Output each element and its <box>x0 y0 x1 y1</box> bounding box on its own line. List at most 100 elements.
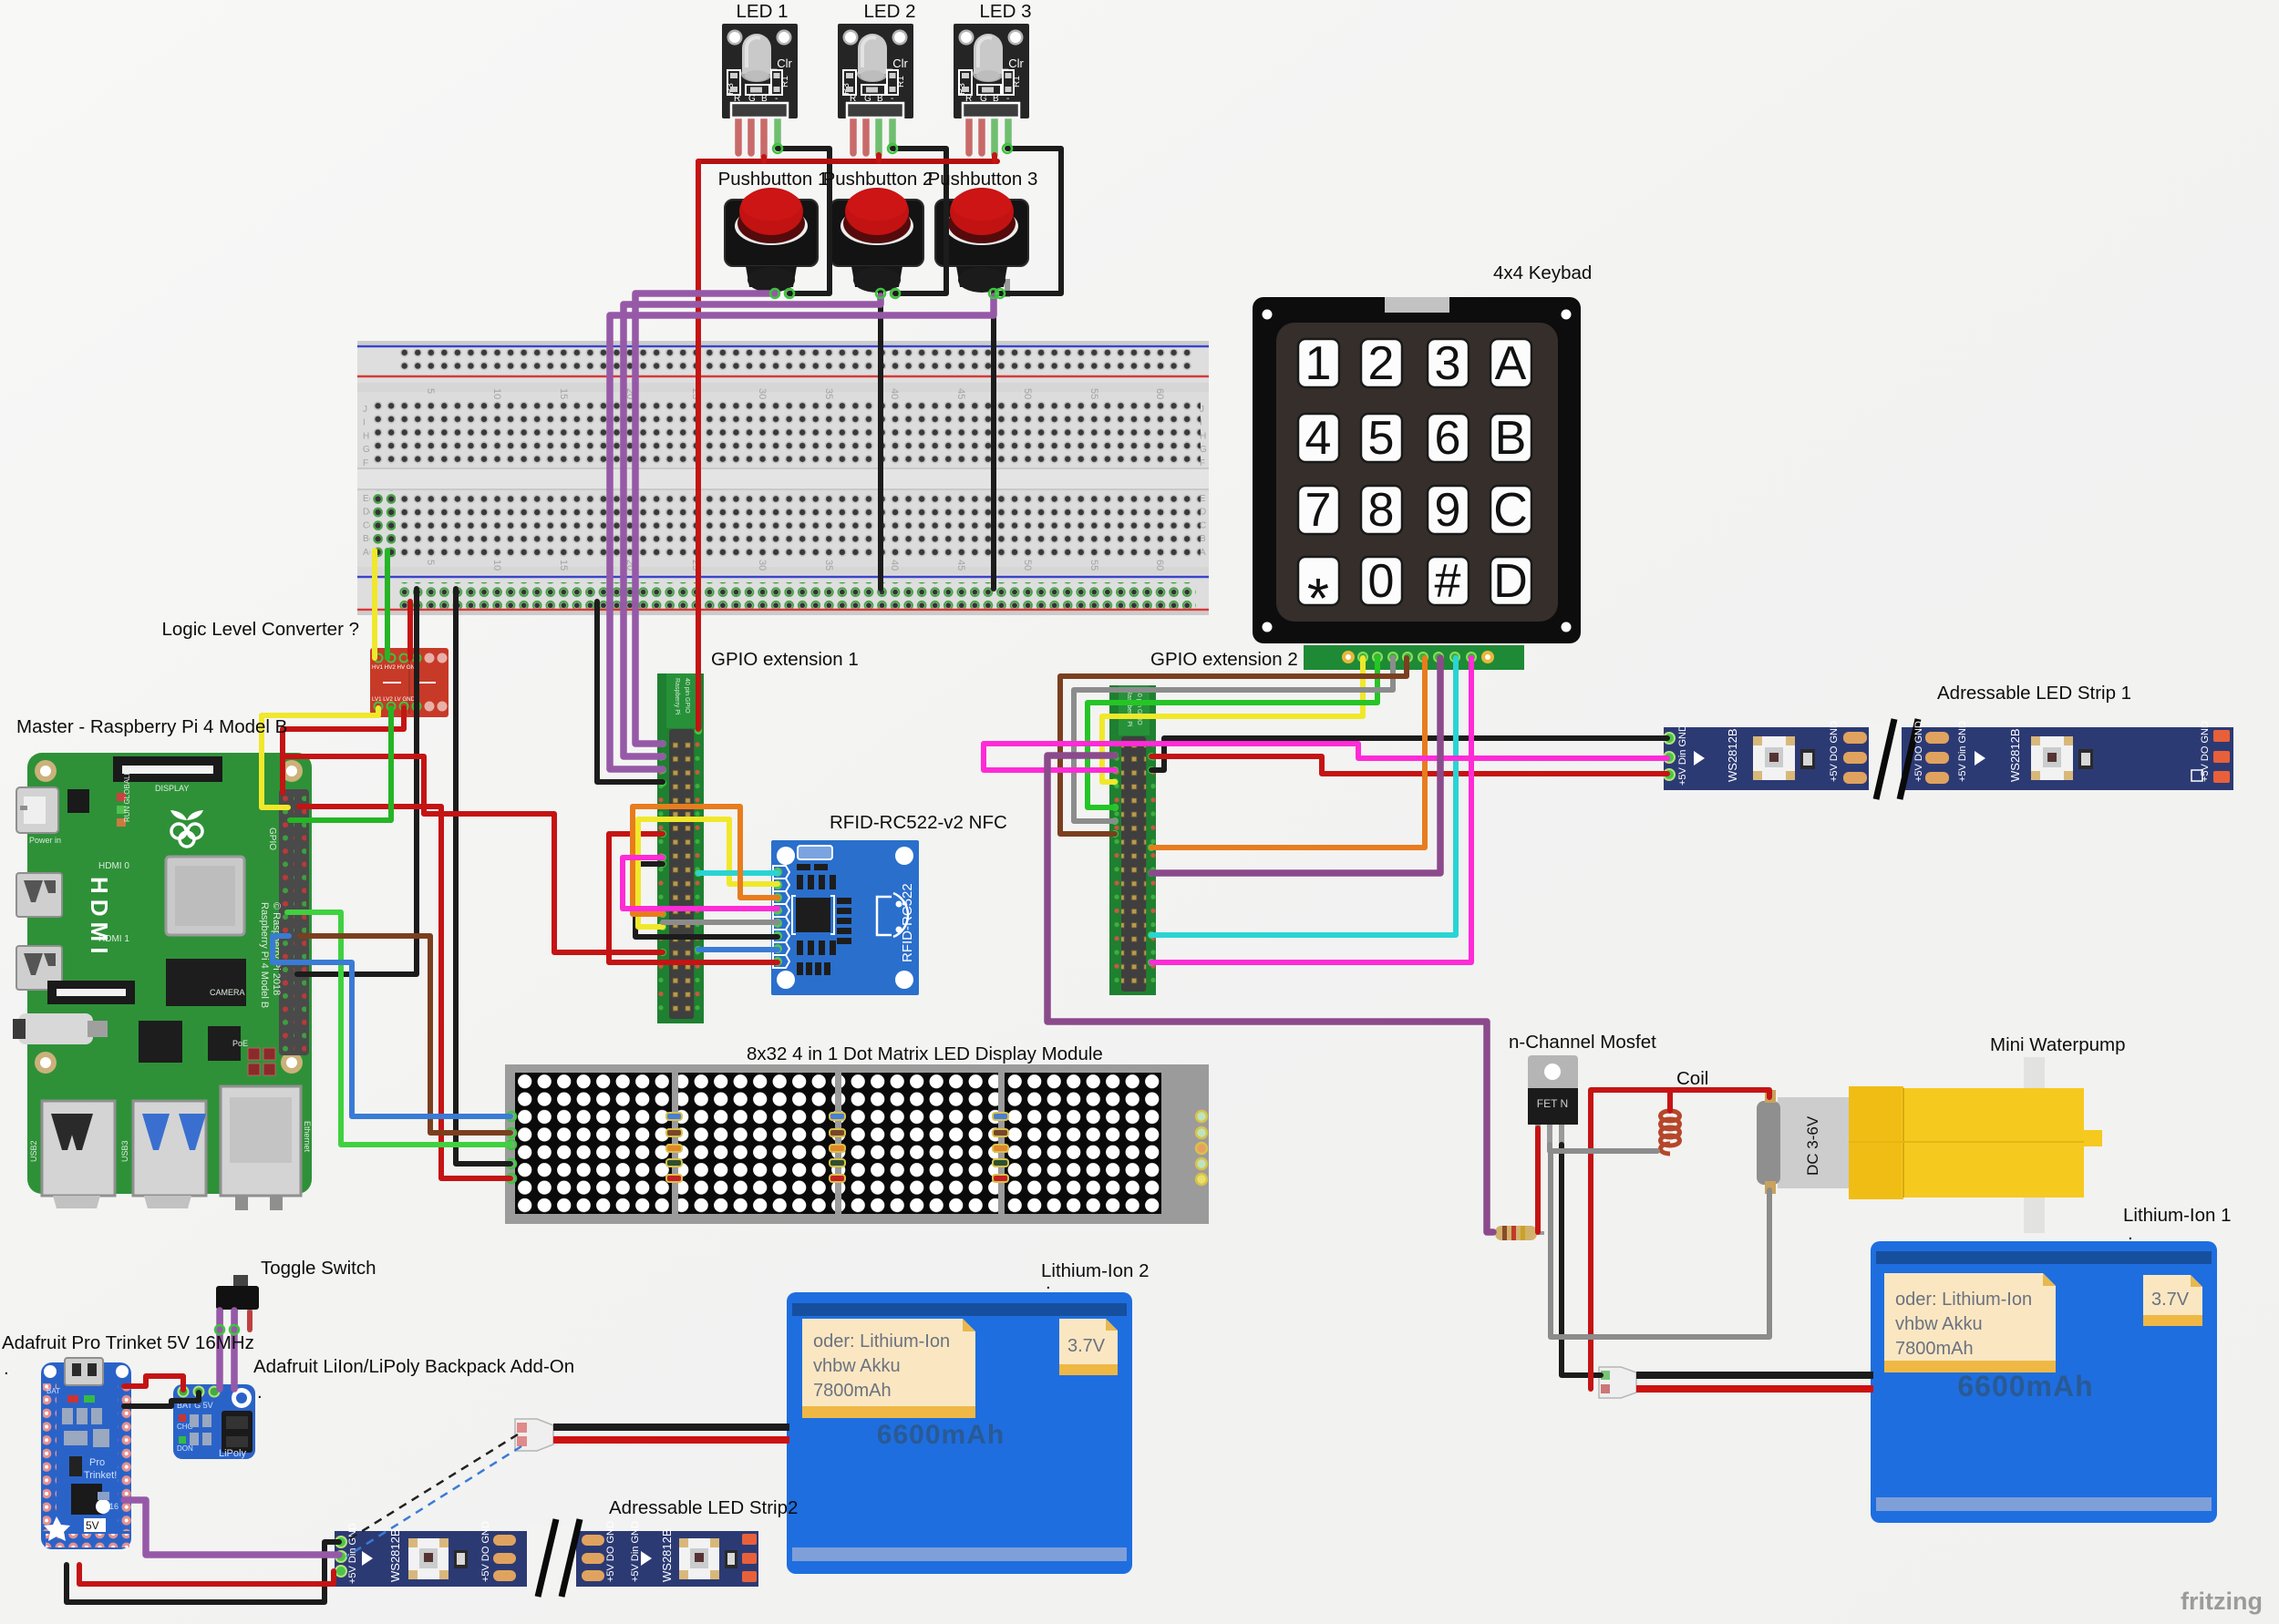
svg-text:40: 40 <box>889 560 900 570</box>
svg-text:Adressable LED Strip2: Adressable LED Strip2 <box>609 1497 798 1518</box>
svg-text:D: D <box>1493 555 1528 608</box>
svg-text:I: I <box>1200 418 1202 428</box>
svg-text:30: 30 <box>757 388 768 399</box>
svg-text:Pushbutton 2: Pushbutton 2 <box>823 169 933 190</box>
svg-text:LiPoly: LiPoly <box>219 1448 246 1459</box>
svg-text:oder: Lithium-Ion: oder: Lithium-Ion <box>1895 1290 2032 1310</box>
svg-text:#: # <box>1435 555 1461 608</box>
svg-text:USB2: USB2 <box>29 1140 38 1162</box>
svg-text:F: F <box>1200 458 1205 468</box>
svg-text:7800mAh: 7800mAh <box>813 1381 892 1401</box>
svg-text:GPIO extension 1: GPIO extension 1 <box>711 649 859 670</box>
svg-text:LED 1: LED 1 <box>737 1 789 22</box>
svg-text:C: C <box>363 520 369 530</box>
svg-text:35: 35 <box>823 560 834 570</box>
svg-text:6600mAh: 6600mAh <box>1957 1370 2093 1403</box>
svg-text:Pushbutton 1: Pushbutton 1 <box>718 169 829 190</box>
svg-text:HV1 HV2 HV GND: HV1 HV2 HV GND <box>372 664 419 671</box>
svg-text:BAT G 5V: BAT G 5V <box>177 1401 213 1410</box>
svg-text:A: A <box>1200 548 1206 558</box>
svg-text:WS2812B: WS2812B <box>2008 728 2022 782</box>
svg-text:40: 40 <box>889 388 900 399</box>
svg-text:7800mAh: 7800mAh <box>1895 1339 1974 1359</box>
svg-text:Trinket!: Trinket! <box>84 1470 117 1481</box>
svg-text:8x32 4 in 1 Dot Matrix LED Dis: 8x32 4 in 1 Dot Matrix LED Display Modul… <box>747 1043 1103 1064</box>
svg-text:+5V DO GND: +5V DO GND <box>1913 721 1924 782</box>
svg-text:10: 10 <box>491 560 502 570</box>
svg-text:C: C <box>1200 520 1206 530</box>
svg-text:B: B <box>363 534 369 544</box>
svg-text:35: 35 <box>823 388 834 399</box>
svg-text:60: 60 <box>1154 560 1165 570</box>
svg-text:FET N: FET N <box>1537 1097 1568 1110</box>
svg-text:50: 50 <box>1022 560 1033 570</box>
svg-text:Power in: Power in <box>29 836 61 845</box>
svg-text:BAT: BAT <box>46 1387 60 1395</box>
svg-text:GPIO: GPIO <box>267 827 277 850</box>
svg-text:RUN GLOBALEN: RUN GLOBALEN <box>123 765 131 822</box>
svg-text:D: D <box>363 508 369 518</box>
svg-text:WS2812B: WS2812B <box>388 1528 402 1582</box>
svg-text:B: B <box>1200 534 1206 544</box>
svg-text:vhbw Akku: vhbw Akku <box>1895 1314 1983 1334</box>
svg-text:.: . <box>1046 1272 1051 1293</box>
svg-text:3.7V: 3.7V <box>2151 1290 2190 1310</box>
svg-text:40 pin GPIO: 40 pin GPIO <box>684 678 690 714</box>
svg-text:+5V DO GND: +5V DO GND <box>605 1521 616 1582</box>
svg-text:55: 55 <box>1088 560 1099 570</box>
svg-text:30: 30 <box>757 560 768 570</box>
svg-text:USB3: USB3 <box>120 1140 129 1162</box>
svg-text:PoE: PoE <box>232 1039 248 1048</box>
svg-text:WS2812B: WS2812B <box>1726 728 1739 782</box>
svg-text:fritzing: fritzing <box>2181 1588 2263 1615</box>
svg-text:4x4 Keybad: 4x4 Keybad <box>1493 262 1592 283</box>
svg-text:HDMI 0: HDMI 0 <box>98 861 129 871</box>
svg-text:6: 6 <box>1435 412 1461 465</box>
svg-text:.: . <box>4 1358 9 1379</box>
svg-text:Lithium-Ion 2: Lithium-Ion 2 <box>1041 1260 1150 1281</box>
svg-text:J: J <box>1200 405 1204 415</box>
svg-text:+5V Din GND: +5V Din GND <box>1957 721 1968 782</box>
svg-text:A: A <box>363 548 369 558</box>
svg-text:5: 5 <box>425 560 436 565</box>
svg-text:0: 0 <box>1368 555 1395 608</box>
svg-text:*: * <box>1307 568 1329 631</box>
svg-text:H: H <box>363 431 369 441</box>
svg-text:55: 55 <box>1088 388 1099 399</box>
svg-text:Logic Level Converter ?: Logic Level Converter ? <box>161 619 359 640</box>
svg-text:6600mAh: 6600mAh <box>877 1420 1005 1450</box>
svg-text:DC 3-6V: DC 3-6V <box>1804 1115 1821 1176</box>
svg-text:8: 8 <box>1368 484 1395 537</box>
svg-text:2: 2 <box>1368 337 1395 390</box>
svg-text:D: D <box>1200 508 1206 518</box>
svg-text:B: B <box>1495 412 1527 465</box>
svg-text:© Raspberry Pi 2018: © Raspberry Pi 2018 <box>271 902 282 995</box>
svg-text:J: J <box>363 405 367 415</box>
svg-text:GPIO extension 2: GPIO extension 2 <box>1150 649 1298 670</box>
svg-text:Ethernet: Ethernet <box>303 1121 312 1153</box>
svg-text:DON: DON <box>177 1444 193 1453</box>
svg-text:Coil: Coil <box>1676 1068 1708 1089</box>
svg-text:DISPLAY: DISPLAY <box>155 784 189 793</box>
svg-text:Raspberry Pi: Raspberry Pi <box>674 678 680 715</box>
svg-text:5: 5 <box>425 388 436 394</box>
svg-text:RFID-RC522-v2 NFC: RFID-RC522-v2 NFC <box>830 812 1007 833</box>
svg-text:.: . <box>2128 1223 2133 1244</box>
svg-text:5: 5 <box>1368 412 1395 465</box>
svg-text:LV1 LV2 LV GND: LV1 LV2 LV GND <box>372 696 416 703</box>
svg-text:.: . <box>257 1382 263 1403</box>
svg-text:Pro: Pro <box>89 1457 105 1468</box>
svg-text:RFID-RC522: RFID-RC522 <box>900 883 915 962</box>
svg-text:Pushbutton 3: Pushbutton 3 <box>928 169 1038 190</box>
svg-text:E: E <box>363 494 369 504</box>
svg-text:+5V Din GND: +5V Din GND <box>347 1523 358 1584</box>
svg-text:+5V Din GND: +5V Din GND <box>1677 725 1688 786</box>
svg-text:E: E <box>1200 494 1206 504</box>
svg-text:+5V DO GND: +5V DO GND <box>2200 721 2211 782</box>
svg-text:7: 7 <box>1305 484 1332 537</box>
svg-text:3: 3 <box>1435 337 1461 390</box>
svg-text:Lithium-Ion 1: Lithium-Ion 1 <box>2123 1205 2232 1226</box>
svg-text:CHG: CHG <box>177 1423 193 1431</box>
svg-text:45: 45 <box>955 560 966 570</box>
svg-text:vhbw Akku: vhbw Akku <box>813 1356 901 1376</box>
